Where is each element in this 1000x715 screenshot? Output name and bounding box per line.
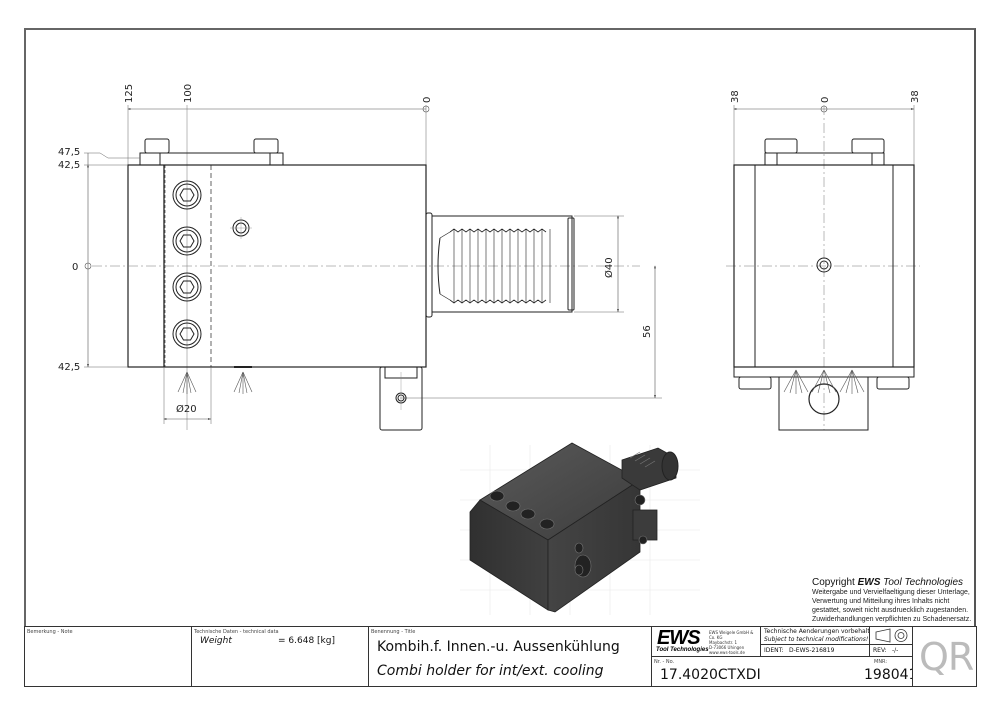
company-address: EWS Weigele GmbH & Co. KG Maybachstr. 1 … — [709, 630, 760, 655]
dim-56: 56 — [642, 325, 653, 338]
rev-label: REV: — [873, 647, 887, 654]
dim-125: 125 — [124, 84, 135, 103]
weight-value: = 6.648 [kg] — [278, 636, 335, 646]
dim-42-5-bottom: 42,5 — [58, 362, 80, 373]
side-view — [726, 105, 920, 431]
title-english: Combi holder for int/ext. cooling — [377, 663, 604, 679]
projection-symbol-cell — [869, 626, 913, 645]
isometric-render — [460, 442, 700, 615]
qr-placeholder: QR — [919, 635, 974, 679]
tech-data-cell: Technische Daten - technical data Weight… — [191, 626, 369, 687]
dim-38-left: 38 — [730, 90, 741, 103]
copyright-line: Zuwiderhandlungen verpflichten zu Schade… — [812, 616, 972, 623]
mnr-label: MNR: — [874, 659, 888, 665]
dim-0-left: 0 — [72, 262, 78, 273]
title-label: Benennung - Title — [371, 629, 416, 635]
copyright-line: gestattet, soweit nicht ausdruecklich zu… — [812, 607, 969, 614]
copyright-line: Verwertung und Mitteilung ihres Inhalts … — [812, 598, 950, 605]
ews-logo: EWS — [657, 627, 701, 649]
mnr-value: 198041 — [864, 667, 918, 683]
tech-data-label: Technische Daten - technical data — [194, 629, 279, 635]
dim-0-top: 0 — [422, 97, 433, 103]
title-german: Kombih.f. Innen.-u. Aussenkühlung — [377, 639, 620, 655]
dim-0-side: 0 — [820, 97, 831, 103]
dim-42-5-top: 42,5 — [58, 160, 80, 171]
front-view — [84, 105, 662, 431]
article-number: 17.4020CTXDI — [660, 667, 761, 683]
changes-english: Subject to technical modifications! — [764, 636, 869, 643]
dim-diameter-40: Ø40 — [603, 257, 615, 278]
rev-value: -/- — [892, 647, 899, 654]
number-label: Nr. - No. — [654, 659, 675, 665]
dim-38-right: 38 — [910, 90, 921, 103]
changes-cell: Technische Aenderungen vorbehalten! Subj… — [760, 626, 880, 645]
company-line: www.ews-tools.de — [709, 650, 745, 655]
ews-logo-subtitle: Tool Technologies — [656, 647, 709, 653]
dim-diameter-20: Ø20 — [176, 403, 197, 415]
changes-german: Technische Aenderungen vorbehalten! — [764, 628, 880, 635]
ident-value: D-EWS-216819 — [789, 647, 835, 654]
dim-100: 100 — [183, 84, 194, 103]
number-cell: Nr. - No. 17.4020CTXDI MNR: 198041 — [651, 656, 917, 687]
note-label: Bemerkung - Note — [27, 629, 73, 635]
copyright-line: Weitergabe und Vervielfaeltigung dieser … — [812, 589, 970, 596]
copyright-suffix: Tool Technologies — [883, 577, 964, 588]
logo-cell: EWS Tool Technologies EWS Weigele GmbH &… — [651, 626, 761, 657]
company-line: D-73066 Uhingen — [709, 645, 745, 650]
ident-label: IDENT: — [764, 647, 784, 654]
company-line: EWS Weigele GmbH & Co. KG — [709, 630, 754, 640]
projection-symbol-icon — [875, 628, 908, 643]
dim-47-5: 47,5 — [58, 147, 80, 158]
title-cell: Benennung - Title Kombih.f. Innen.-u. Au… — [368, 626, 652, 687]
copyright-notice: Copyright EWS Tool Technologies Weiterga… — [812, 577, 971, 624]
note-cell: Bemerkung - Note — [24, 626, 192, 687]
company-line: Maybachstr. 1 — [709, 640, 738, 645]
weight-label: Weight — [200, 636, 232, 646]
qr-cell: QR — [912, 626, 977, 687]
copyright-brand: EWS — [857, 577, 881, 588]
copyright-prefix: Copyright — [812, 577, 855, 588]
